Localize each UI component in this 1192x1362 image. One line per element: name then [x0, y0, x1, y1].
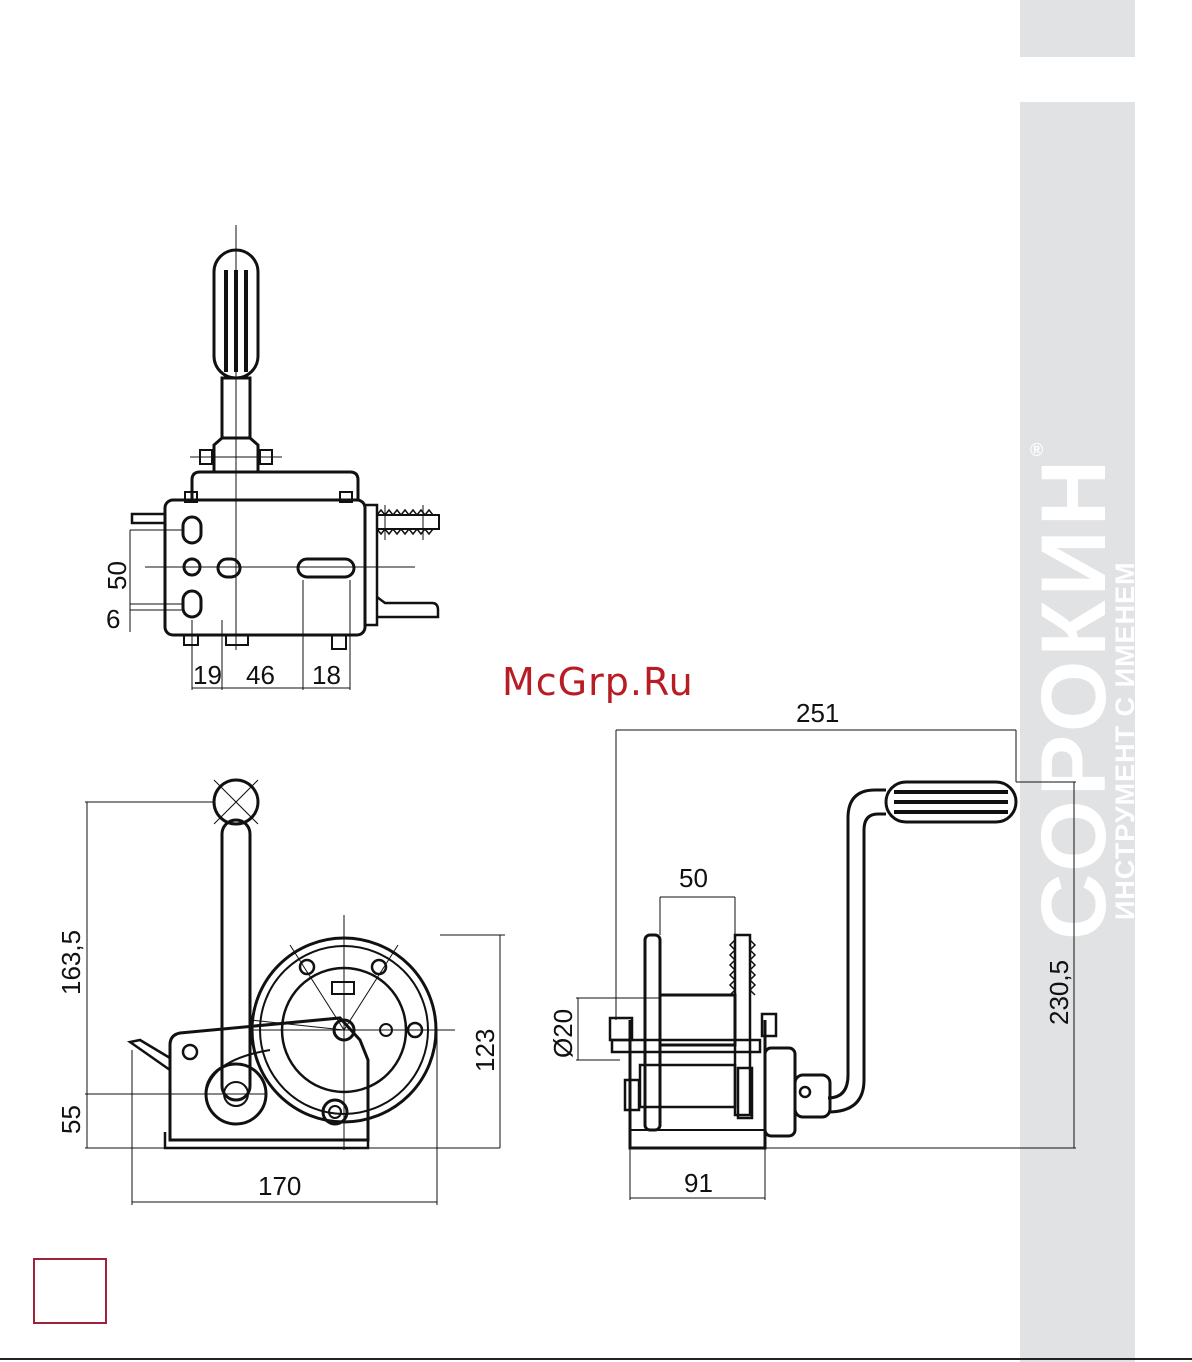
- dim-front-50: 50: [679, 863, 708, 893]
- dim-front-251: 251: [796, 698, 839, 728]
- dim-side-55: 55: [56, 1105, 86, 1134]
- dim-top-46: 46: [246, 660, 275, 690]
- dim-front-diameter-20: Ø20: [548, 1009, 578, 1058]
- dim-top-19: 19: [193, 660, 222, 690]
- dim-side-123: 123: [470, 1029, 500, 1072]
- dim-top-6: 6: [106, 604, 120, 634]
- front-view: [576, 730, 1076, 1200]
- dim-side-163-5: 163,5: [56, 930, 86, 995]
- dim-front-230-5: 230,5: [1044, 960, 1074, 1025]
- dim-side-170: 170: [258, 1171, 301, 1201]
- page-number-box: [33, 1258, 107, 1324]
- bottom-rule: [0, 1358, 1192, 1360]
- side-view: [85, 780, 505, 1205]
- top-view: [130, 225, 439, 690]
- dim-top-50: 50: [102, 561, 132, 590]
- dim-front-91: 91: [684, 1168, 713, 1198]
- dim-top-18: 18: [312, 660, 341, 690]
